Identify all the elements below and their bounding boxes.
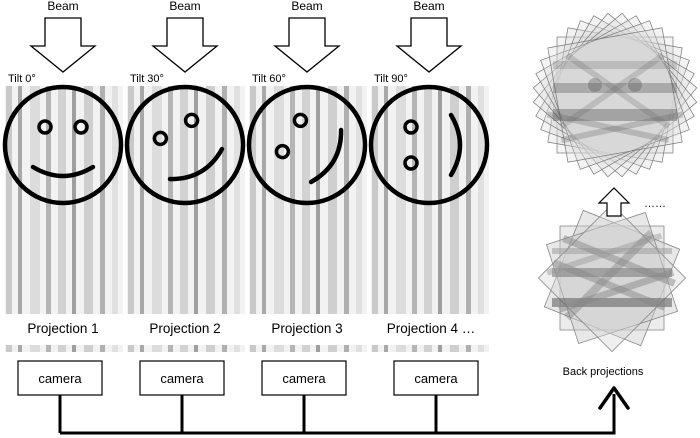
- camera-connector: [58, 394, 616, 435]
- face-features: [403, 112, 463, 178]
- right-eye: [73, 119, 89, 135]
- left-eye: [152, 130, 169, 147]
- left-eye: [274, 143, 291, 160]
- face-features: [152, 112, 225, 182]
- face-features: [30, 119, 96, 179]
- projection-label: Projection 3: [271, 321, 342, 336]
- projection-label: Projection 1: [27, 321, 98, 336]
- right-eye: [403, 119, 419, 135]
- smiley-face: [124, 84, 246, 206]
- smile: [167, 146, 225, 182]
- camera-box: [393, 360, 479, 396]
- camera-box: [17, 360, 103, 396]
- face-features: [274, 112, 344, 185]
- panel-2: Beam Tilt 30° Projection 2 camera: [124, 0, 246, 396]
- ellipsis-text: ……: [644, 198, 666, 210]
- camera-label: camera: [160, 371, 204, 386]
- tilt-label: Tilt 0°: [8, 73, 36, 85]
- panel-4: Beam Tilt 90° Projection 4 … camera: [368, 0, 490, 396]
- tilt-label: Tilt 60°: [252, 73, 286, 85]
- projection-strip-bottom: [249, 345, 367, 352]
- projection-strip-bottom: [371, 345, 489, 352]
- projection-strip-bottom: [127, 345, 245, 352]
- beam-label: Beam: [291, 0, 322, 13]
- projection-label: Projection 4 …: [387, 321, 476, 336]
- projection-stripes: [371, 86, 489, 314]
- camera-label: camera: [38, 371, 82, 386]
- projection-label: Projection 2: [149, 321, 220, 336]
- right-eye: [183, 112, 200, 129]
- beam-arrow-icon: [273, 17, 341, 73]
- camera-label: camera: [282, 371, 326, 386]
- smiley-face: [368, 84, 490, 206]
- back-projections-label: Back projections: [563, 366, 644, 378]
- camera-box: [261, 360, 347, 396]
- right-eye: [292, 112, 309, 129]
- left-eye: [403, 155, 419, 171]
- beam-arrow-icon: [395, 17, 463, 73]
- beam-arrow-icon: [151, 17, 219, 73]
- beam-label: Beam: [413, 0, 444, 13]
- projection-stripes: [5, 86, 123, 314]
- up-arrow-icon: [597, 187, 631, 217]
- beam-label: Beam: [169, 0, 200, 13]
- panel-3: Beam Tilt 60° Projection 3 camera: [246, 0, 368, 396]
- beam-label: Beam: [47, 0, 78, 13]
- smile: [308, 127, 344, 185]
- smiley-face: [2, 84, 124, 206]
- back-projection-partial: [537, 203, 687, 353]
- tilt-label: Tilt 30°: [130, 73, 164, 85]
- connector-arrow-icon: [598, 386, 630, 410]
- panel-1: Beam Tilt 0° Projection 1 camera: [2, 0, 124, 396]
- camera-label: camera: [414, 371, 458, 386]
- left-eye: [37, 119, 53, 135]
- projection-stripes: [249, 86, 367, 314]
- smile: [30, 164, 96, 179]
- projection-strip-bottom: [5, 345, 123, 352]
- tilt-label: Tilt 90°: [374, 73, 408, 85]
- smiley-face: [246, 84, 368, 206]
- beam-arrow-icon: [29, 17, 97, 73]
- back-projection-reconstruction: [532, 12, 698, 178]
- smile: [448, 112, 463, 178]
